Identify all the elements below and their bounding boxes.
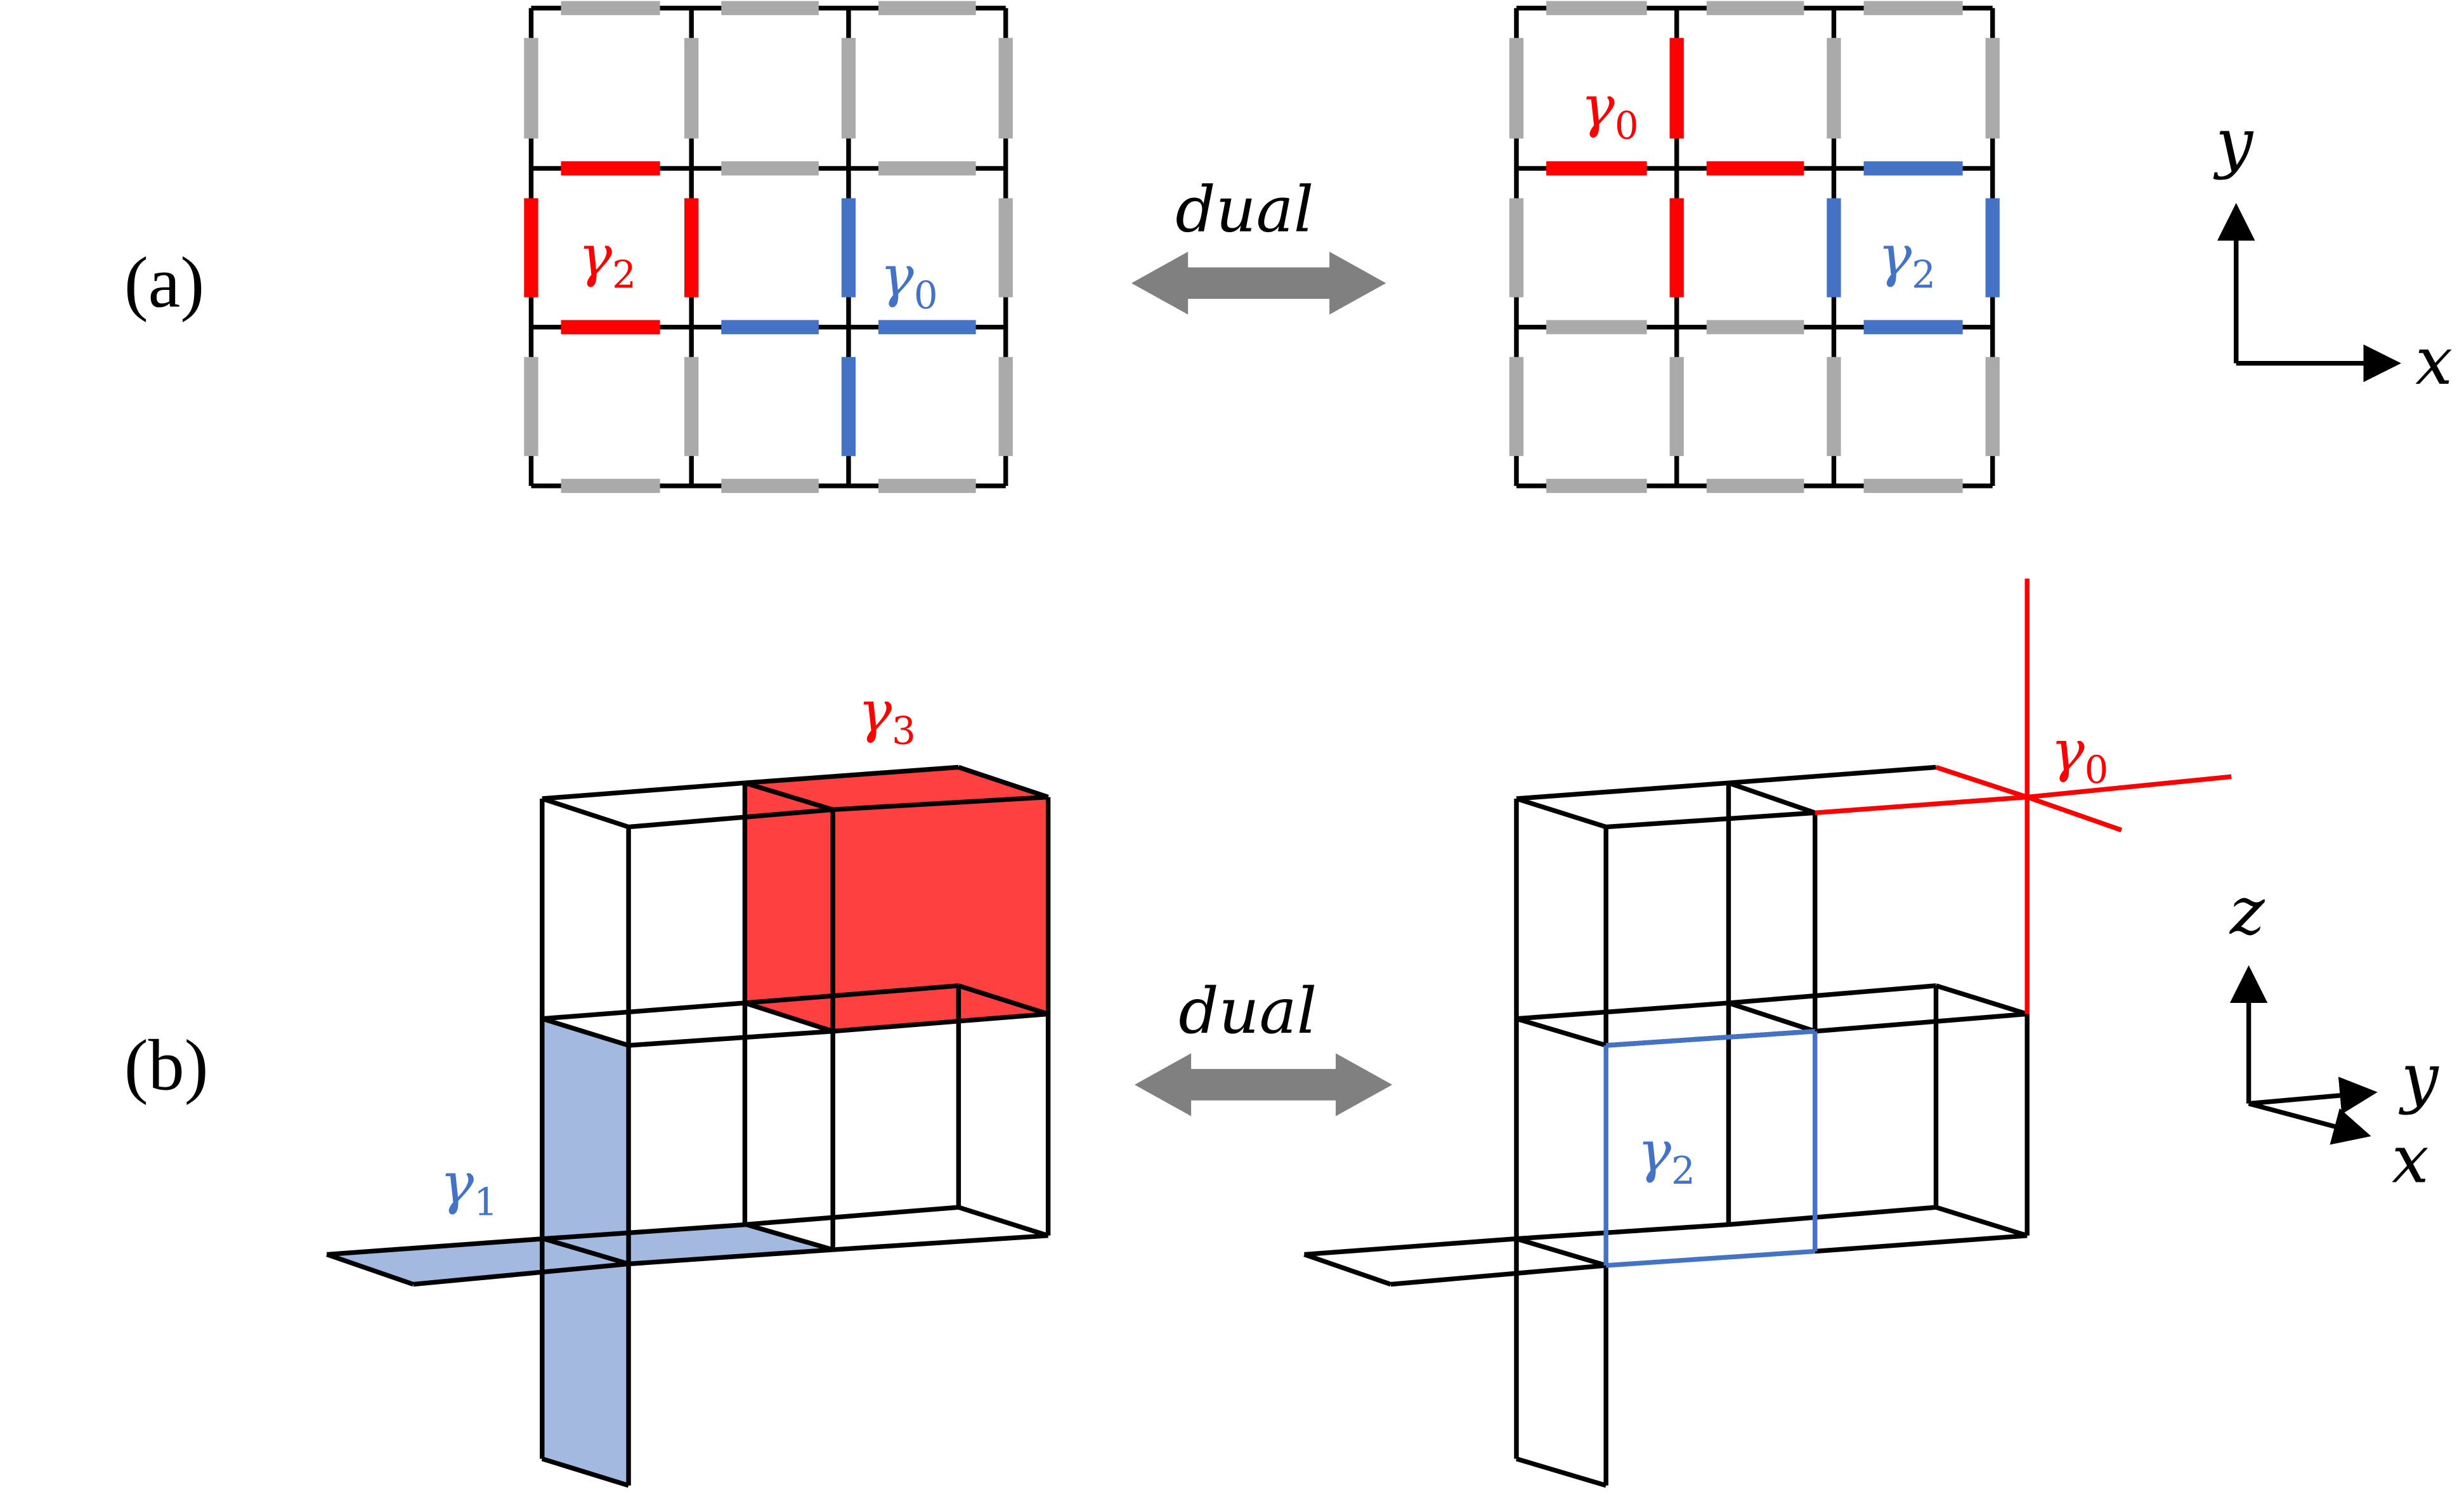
red-cross-operator — [1546, 37, 1804, 298]
dual-label: dual — [1178, 975, 1317, 1048]
gamma-blue-label: γ0 — [880, 244, 938, 318]
red-loop-operator — [524, 161, 699, 334]
red-cube-face — [833, 797, 1048, 1031]
blue-loop-operator — [1603, 1028, 1818, 1268]
panel-a-label: (a) — [124, 242, 205, 322]
dual-arrow — [1131, 251, 1386, 315]
gamma-blue-label: γ1 — [440, 1151, 498, 1225]
red-cube-front — [745, 783, 833, 1031]
gamma-red-label: γ2 — [578, 223, 636, 298]
dual-arrow — [1134, 1053, 1393, 1116]
panel-b-label: (b) — [124, 1024, 209, 1105]
gray-link-segments — [524, 1, 1013, 494]
axes-3d: z y x — [2229, 872, 2439, 1198]
panel-b-right-lattice: γ0 γ2 — [1303, 579, 2232, 1488]
axis-x-label: x — [2415, 322, 2453, 400]
gamma-red-label: γ0 — [2050, 718, 2108, 792]
axis-z-label: z — [2229, 872, 2265, 950]
gamma-red-label: γ3 — [858, 679, 916, 753]
gamma-red-label: γ0 — [1581, 74, 1639, 148]
axis-y-label: y — [2399, 1039, 2439, 1116]
gray-link-segments — [1509, 1, 2000, 494]
gamma-blue-label: γ2 — [1638, 1119, 1695, 1193]
wireframe-edges — [1303, 764, 2030, 1488]
gamma-blue-label: γ2 — [1878, 223, 1936, 298]
axis-x-label: x — [2392, 1121, 2429, 1198]
blue-cross-operator — [721, 198, 976, 456]
red-cross-operator — [1815, 579, 2232, 1014]
panel-b-left-lattice: γ3 γ1 — [326, 679, 1051, 1488]
axis-y-label: y — [2213, 103, 2254, 181]
axes-2d: y x — [2213, 103, 2453, 399]
panel-a-left-lattice: γ2 γ0 — [524, 1, 1013, 494]
wireframe-edges — [326, 764, 1051, 1488]
dual-label: dual — [1175, 174, 1313, 247]
blue-loop-operator — [1827, 161, 2000, 334]
panel-a-right-lattice: γ0 γ2 — [1509, 1, 2000, 494]
